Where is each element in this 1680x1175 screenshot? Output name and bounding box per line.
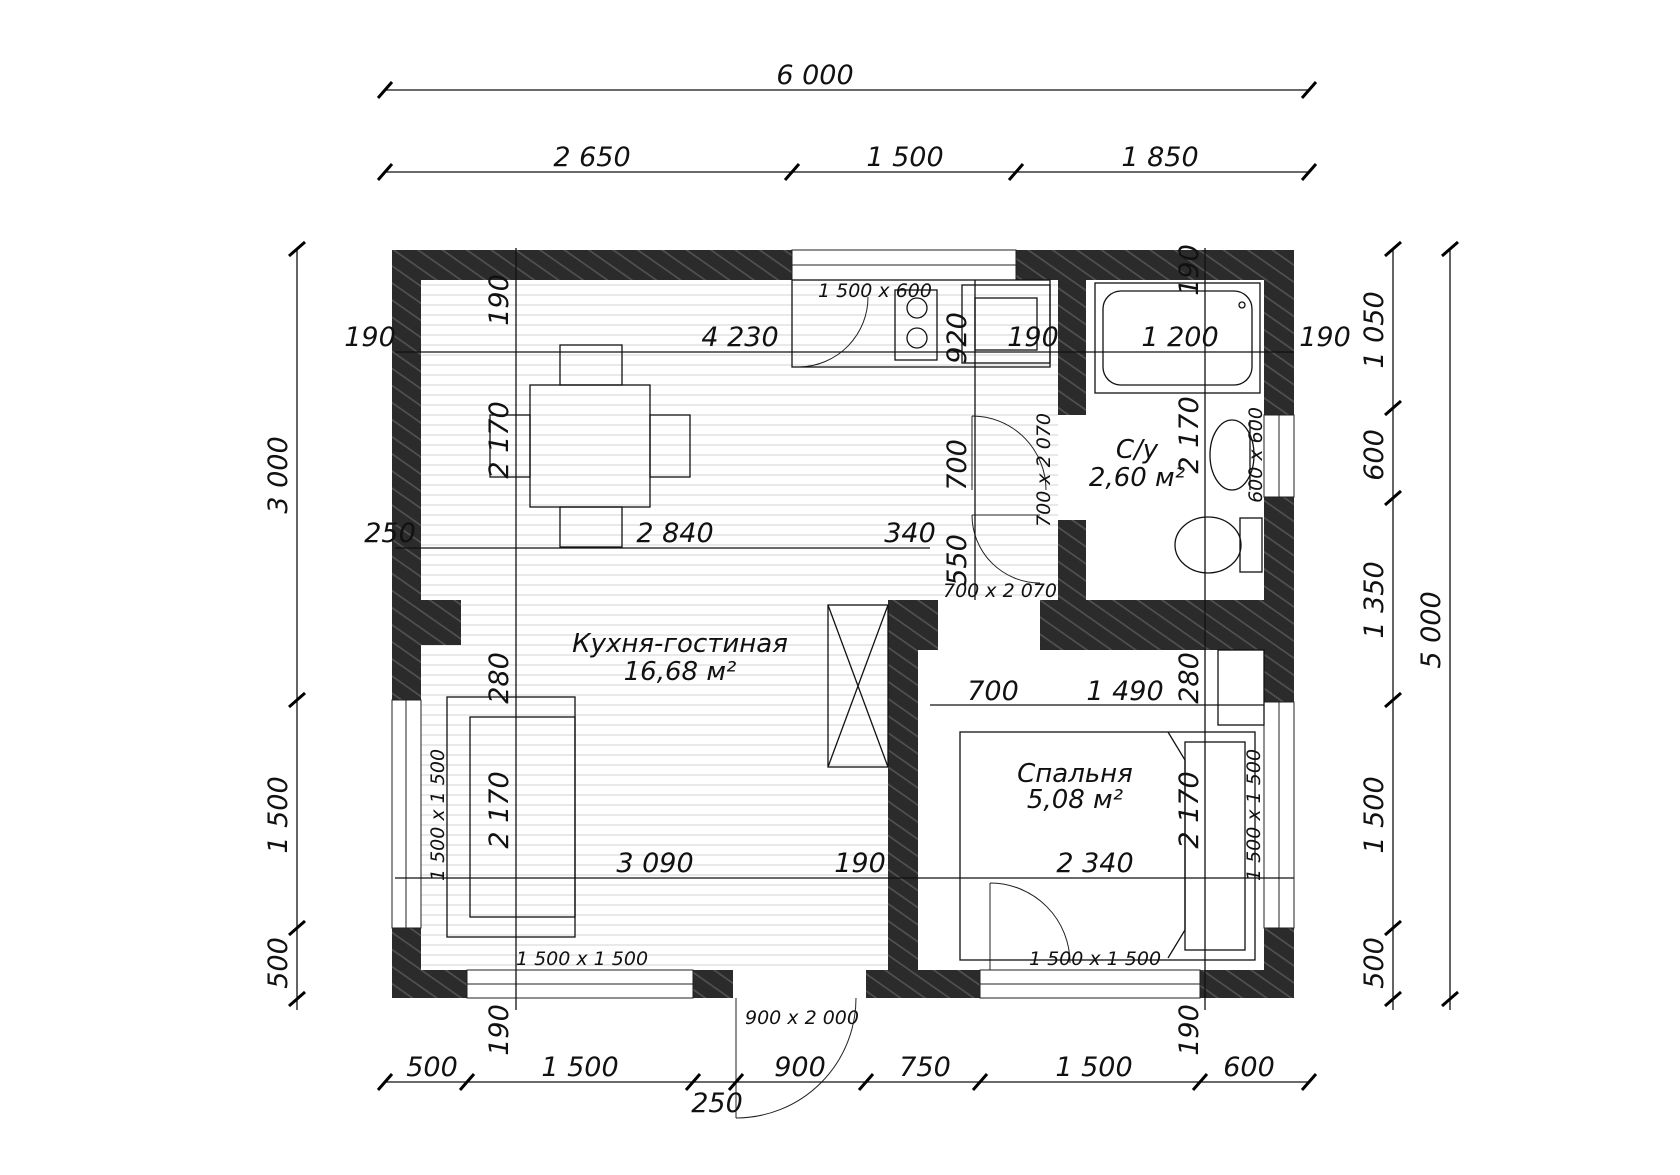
sink-icon: [961, 284, 1051, 364]
bed: [959, 731, 1256, 961]
dim-190-top: 190: [484, 274, 515, 326]
doors: [735, 296, 1071, 1119]
dim-2840: 2 840: [636, 518, 713, 549]
dim-2170-a: 2 170: [484, 401, 515, 478]
floor-areas: [421, 280, 1262, 970]
top-segment-1: 2 650: [553, 142, 630, 173]
living-left-window-size: 1 500 x 1 500: [427, 749, 449, 881]
bottom-segment-3: 900: [774, 1052, 826, 1083]
living-door-size: 700 x 2 070: [943, 580, 1057, 602]
dim-3090: 3 090: [616, 848, 693, 879]
dim-700-vertical: 700: [942, 439, 973, 491]
dim-190-bath-top: 190: [1174, 244, 1205, 296]
right-segment-3: 1 350: [1359, 561, 1390, 638]
dim-4230: 4 230: [701, 322, 778, 353]
dimension-lines: [296, 89, 1451, 1083]
room-labels: Кухня-гостиная 16,68 м² С/у 2,60 м² Спал…: [572, 435, 1185, 815]
walls: [392, 250, 1294, 998]
dim-190-bath-left: 190: [1007, 322, 1059, 353]
dim-2170-c: 2 170: [484, 771, 515, 848]
overall-height-label: 5 000: [1416, 591, 1447, 668]
living-room-area: 16,68 м²: [624, 657, 737, 687]
entry-door-size: 900 x 2 000: [745, 1007, 859, 1029]
dim-250: 250: [364, 518, 416, 549]
dim-1490: 1 490: [1086, 676, 1163, 707]
furniture: [446, 279, 1265, 961]
overall-width-label: 6 000: [776, 60, 853, 91]
dim-190-bottom-right: 190: [1174, 1004, 1205, 1056]
dim-550: 550: [942, 534, 973, 586]
dim-190-right: 190: [1299, 322, 1351, 353]
bedroom-right-window-size: 1 500 x 1 500: [1243, 749, 1265, 881]
interior-dimension-labels: 190 4 230 190 1 200 190 190 190 920 2 17…: [344, 244, 1351, 1119]
bathtub: [1094, 282, 1261, 394]
dim-250-bottom: 250: [691, 1088, 743, 1119]
dim-920: 920: [942, 312, 973, 364]
dim-190-left: 190: [344, 322, 396, 353]
bedroom-name: Спальня: [1017, 759, 1133, 789]
bathroom-name: С/у: [1116, 435, 1159, 465]
dim-2170-d: 2 170: [1174, 771, 1205, 848]
wardrobe: [827, 604, 889, 768]
bottom-segment-6: 600: [1223, 1052, 1275, 1083]
kitchen-window-size: 1 500 x 600: [818, 280, 932, 302]
left-segment-3: 500: [263, 937, 294, 989]
left-segment-2: 1 500: [263, 776, 294, 853]
bath-door-size: 700 x 2 070: [1033, 413, 1055, 527]
bottom-segment-1: 500: [406, 1052, 458, 1083]
dim-190-bottom-left: 190: [484, 1004, 515, 1056]
bottom-segment-4: 750: [899, 1052, 951, 1083]
right-segment-5: 500: [1359, 937, 1390, 989]
dim-2340: 2 340: [1056, 848, 1133, 879]
dim-190-mid: 190: [834, 848, 886, 879]
bathroom-area: 2,60 м²: [1089, 463, 1185, 493]
bedroom-area: 5,08 м²: [1027, 785, 1123, 815]
bottom-segment-5: 1 500: [1055, 1052, 1132, 1083]
right-segment-2: 600: [1359, 429, 1390, 481]
bedroom-bottom-window-size: 1 500 x 1 500: [1029, 948, 1161, 970]
dim-280-b: 280: [1174, 652, 1205, 704]
right-segment-4: 1 500: [1359, 776, 1390, 853]
dim-700-horizontal: 700: [967, 676, 1019, 707]
dim-2170-b: 2 170: [1174, 396, 1205, 473]
dim-340: 340: [884, 518, 936, 549]
top-segment-3: 1 850: [1121, 142, 1198, 173]
bath-window-size: 600 x 600: [1245, 407, 1267, 503]
dim-280-a: 280: [484, 652, 515, 704]
left-segment-1: 3 000: [263, 436, 294, 513]
living-bottom-window-size: 1 500 x 1 500: [516, 948, 648, 970]
top-segment-2: 1 500: [866, 142, 943, 173]
toilet: [1174, 516, 1242, 574]
living-room-name: Кухня-гостиная: [572, 629, 788, 659]
right-segment-1: 1 050: [1359, 291, 1390, 368]
stove-icon: [894, 289, 938, 361]
opening-labels: 1 500 x 600 600 x 600 700 x 2 070 700 x …: [427, 280, 1267, 1029]
outer-dimension-labels: 6 000 2 650 1 500 1 850 500 1 500 900 75…: [263, 60, 1447, 1083]
dim-1200: 1 200: [1141, 322, 1218, 353]
bath-sink: [1209, 419, 1255, 491]
dimension-ticks: [288, 81, 1459, 1091]
bottom-segment-2: 1 500: [541, 1052, 618, 1083]
